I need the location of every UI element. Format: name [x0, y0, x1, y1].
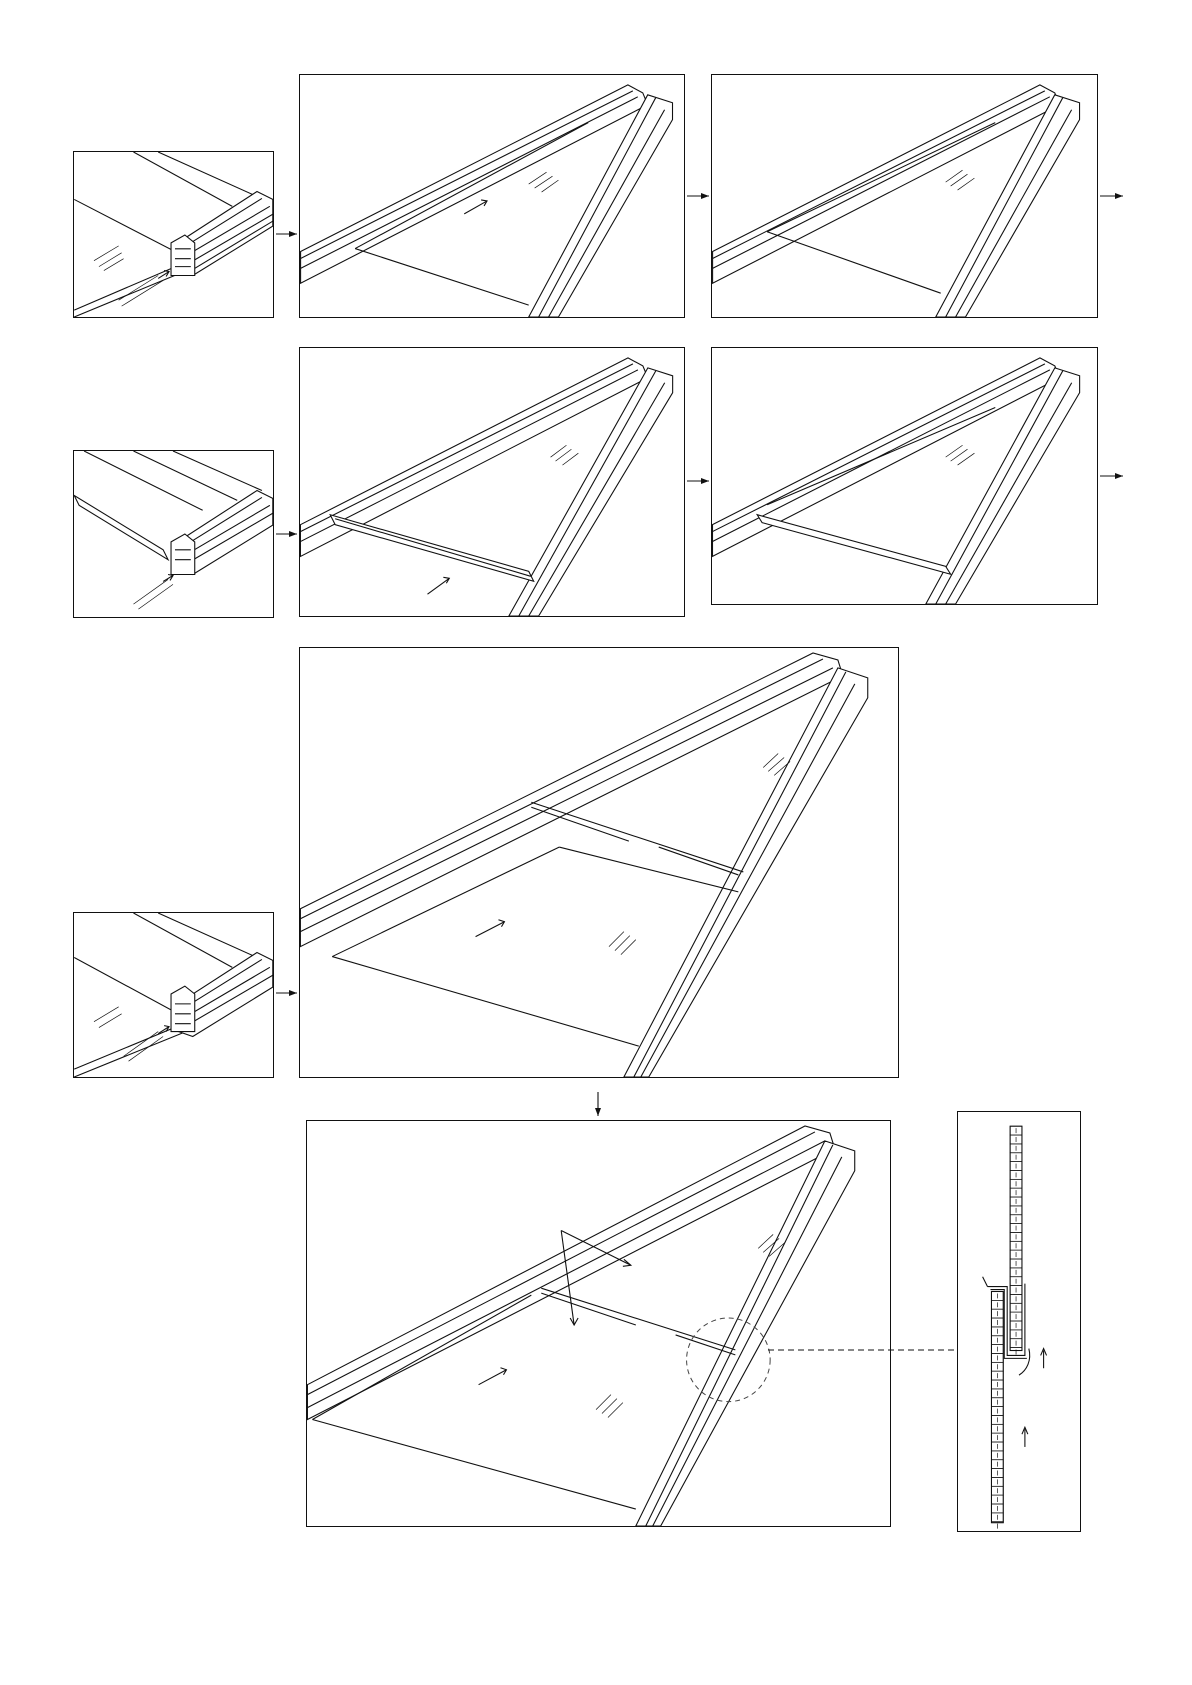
result-view-panel-1	[711, 74, 1098, 318]
install-view-illustration	[300, 75, 684, 317]
profile-closeup-panel-1	[73, 151, 274, 318]
profile-strip-closeup-illustration	[74, 451, 273, 617]
arrow-row1-a	[276, 231, 297, 237]
cross-section-detail-panel	[957, 1111, 1081, 1532]
strip-result-view-illustration	[712, 348, 1097, 604]
strip-install-view-illustration	[300, 348, 684, 616]
final-view-panel	[306, 1120, 891, 1527]
profile-closeup-illustration	[74, 152, 273, 317]
arrow-row1-continue	[1100, 193, 1123, 199]
large-install-view-illustration	[300, 648, 898, 1077]
arrow-row1-b	[687, 193, 709, 199]
arrow-down	[595, 1092, 601, 1116]
profile-closeup-illustration-2	[74, 913, 273, 1077]
final-view-illustration	[307, 1121, 890, 1526]
cross-section-illustration	[958, 1112, 1080, 1531]
large-install-view-panel	[299, 647, 899, 1078]
arrow-row2-b	[687, 478, 709, 484]
lower-polycarbonate-sheet	[991, 1291, 1003, 1528]
arrow-row3-a	[276, 990, 297, 996]
arrow-row2-continue	[1100, 473, 1123, 479]
strip-result-view-panel	[711, 347, 1098, 605]
arrow-row2-a	[276, 531, 297, 537]
profile-closeup-panel-2	[73, 912, 274, 1078]
install-view-panel-1	[299, 74, 685, 318]
profile-strip-closeup-panel	[73, 450, 274, 618]
strip-install-view-panel	[299, 347, 685, 617]
result-view-illustration	[712, 75, 1097, 317]
upper-polycarbonate-sheet	[1010, 1126, 1022, 1354]
